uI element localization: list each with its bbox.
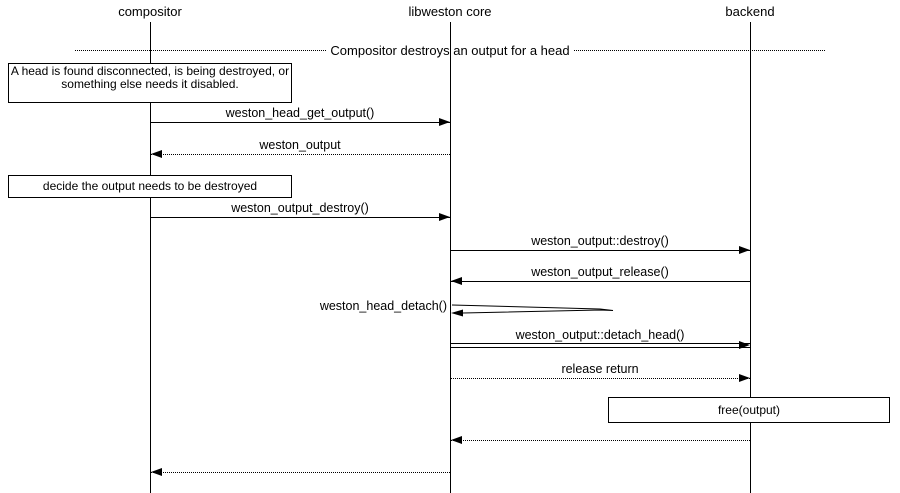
arrowhead-right-icon <box>739 374 750 382</box>
actor-label-libweston-core: libweston core <box>408 4 492 19</box>
lifeline-compositor <box>150 22 151 493</box>
message-line <box>450 343 750 348</box>
message-label-weston-output-destroy: weston_output_destroy() <box>231 201 369 215</box>
divider-title: Compositor destroys an output for a head <box>330 43 570 58</box>
actor-label-compositor: compositor <box>118 4 182 19</box>
message-label-weston-output-destroy-vfunc: weston_output::destroy() <box>531 234 669 248</box>
message-line <box>450 378 750 379</box>
message-label-weston-head-get-output: weston_head_get_output() <box>225 106 375 120</box>
divider-line-right <box>573 50 826 51</box>
lifeline-backend <box>750 22 751 493</box>
message-label-weston-output: weston_output <box>259 138 341 152</box>
message-label-weston-head-detach: weston_head_detach() <box>319 299 447 313</box>
message-line <box>150 122 450 123</box>
actor-label-backend: backend <box>725 4 775 19</box>
arrowhead-left-icon <box>451 277 462 285</box>
message-label-weston-output-detach-head: weston_output::detach_head() <box>515 328 685 342</box>
message-line <box>450 440 750 441</box>
arrowhead-right-icon <box>739 341 750 349</box>
arrowhead-right-icon <box>439 118 450 126</box>
note-decide-destroy: decide the output needs to be destroyed <box>8 175 292 198</box>
message-label-release-return: release return <box>561 362 639 376</box>
divider: Compositor destroys an output for a head <box>75 43 826 58</box>
arrowhead-left-icon <box>451 436 462 444</box>
lifeline-libweston-core <box>450 22 451 493</box>
message-line <box>150 154 450 155</box>
note-free-output: free(output) <box>608 397 890 423</box>
arrowhead-left-icon <box>151 150 162 158</box>
arrowhead-right-icon <box>439 213 450 221</box>
self-loop-icon <box>451 304 614 317</box>
message-line <box>150 217 450 218</box>
message-line <box>450 281 750 282</box>
arrowhead-right-icon <box>739 246 750 254</box>
message-line <box>450 250 750 251</box>
message-label-weston-output-release: weston_output_release() <box>531 265 669 279</box>
arrowhead-left-icon <box>151 468 162 476</box>
divider-line-left <box>75 50 327 51</box>
message-line <box>150 472 450 473</box>
note-head-disconnected: A head is found disconnected, is being d… <box>8 63 292 103</box>
